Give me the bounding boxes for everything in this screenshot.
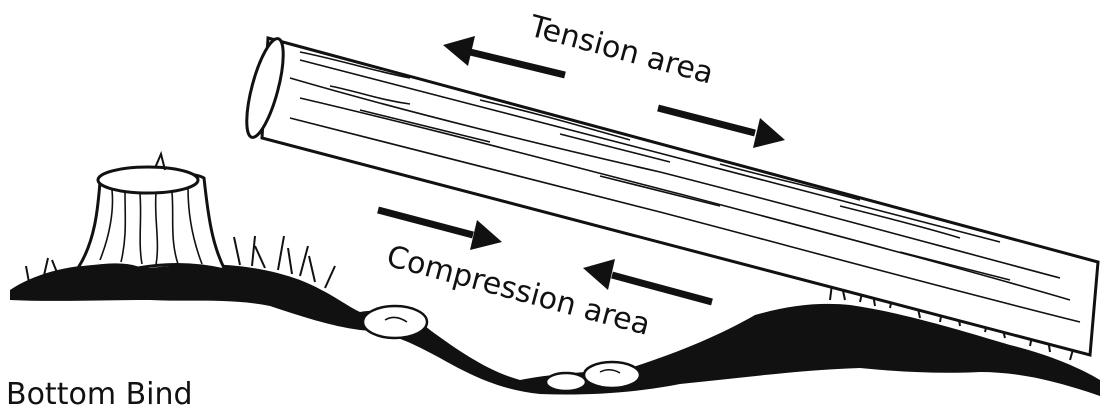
tree-stump	[78, 154, 225, 270]
stump-top	[98, 167, 198, 193]
tension-area-label: Tension area	[525, 9, 717, 92]
tension-arrow-right	[658, 108, 785, 148]
rock-middle	[584, 362, 640, 388]
rock-small	[546, 373, 586, 391]
diagram-caption: Bottom Bind	[6, 377, 193, 411]
rock-left	[363, 306, 427, 338]
log	[239, 35, 1098, 355]
